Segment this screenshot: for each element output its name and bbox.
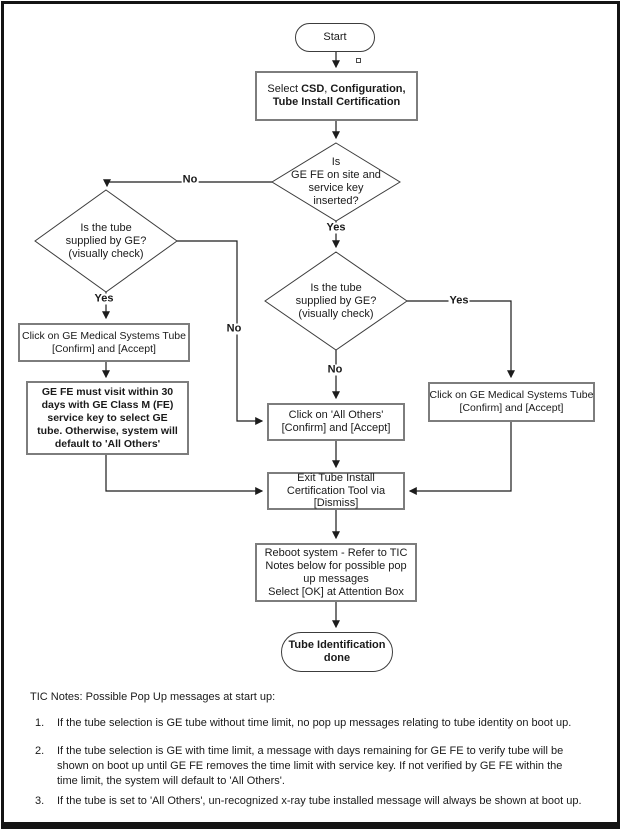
select-csd-line2: Tube Install Certification	[272, 96, 401, 108]
tic-note-item-3: 3. If the tube is set to 'All Others', u…	[35, 794, 582, 809]
fe-visit-30-days-box: GE FE must visit within 30 days with GE …	[26, 381, 189, 455]
select-csd-line1: Select CSD, Configuration,	[267, 83, 406, 95]
edge-label-no-tube-center: No	[326, 363, 344, 376]
edge-onsite-no-to-left-decision	[103, 179, 272, 188]
edge-label-yes-tube-center: Yes	[448, 294, 470, 307]
start-label: Start	[323, 31, 347, 43]
note-text: If the tube selection is GE tube without…	[57, 717, 572, 729]
tic-note-item-2: 2. If the tube selection is GE with time…	[35, 744, 563, 789]
edge-confirm-right-to-exit	[408, 422, 512, 495]
edge-label-no-fe-onsite: No	[181, 173, 199, 186]
edge-label-no-tube-left: No	[225, 322, 243, 335]
reboot-box: Reboot system - Refer to TIC Notes below…	[255, 543, 417, 602]
edge-label-yes-fe-onsite: Yes	[325, 221, 347, 234]
edge-visit-to-exit	[105, 455, 264, 495]
tic-note-item-1: 1. If the tube selection is GE tube with…	[35, 716, 571, 731]
tic-notes-title: TIC Notes: Possible Pop Up messages at s…	[30, 691, 276, 703]
note-number: 3.	[35, 795, 45, 807]
note-number: 2.	[35, 745, 45, 757]
ge-tube-confirm-right-box: Click on GE Medical Systems Tube [Confir…	[428, 382, 595, 422]
all-others-box: Click on 'All Others' [Confirm] and [Acc…	[267, 403, 405, 441]
done-terminator: Tube Identification done	[281, 632, 393, 672]
note-text: If the tube is set to 'All Others', un-r…	[57, 795, 582, 807]
edge-center-decision-yes-to-confirm-right	[407, 300, 515, 379]
tube-supplied-center-decision-text: Is the tube supplied by GE? (visually ch…	[295, 282, 377, 320]
ge-fe-onsite-decision-text: Is GE FE on site and service key inserte…	[291, 156, 381, 207]
ge-tube-confirm-left-box: Click on GE Medical Systems Tube [Confir…	[18, 323, 190, 362]
note-text: If the tube selection is GE with time li…	[57, 745, 564, 787]
edge-label-yes-tube-left: Yes	[93, 292, 115, 305]
select-csd-process-box: Select CSD, Configuration, Tube Install …	[255, 71, 418, 121]
exit-tic-box: Exit Tube Install Certification Tool via…	[267, 472, 405, 510]
small-square-artifact	[356, 58, 361, 63]
start-terminator: Start	[295, 23, 375, 52]
note-number: 1.	[35, 717, 45, 729]
tube-supplied-left-decision-text: Is the tube supplied by GE? (visually ch…	[65, 222, 147, 260]
